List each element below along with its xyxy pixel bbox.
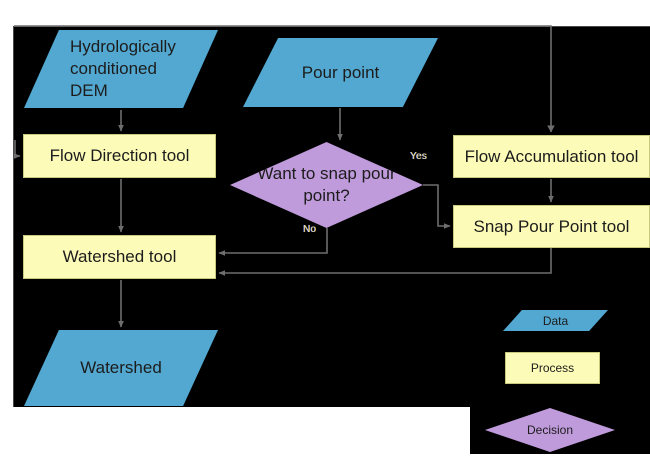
legend-label: Data <box>542 313 569 328</box>
node-flow-accumulation-tool[interactable]: Flow Accumulation tool <box>453 135 650 178</box>
node-watershed-output[interactable]: Watershed <box>24 330 218 406</box>
node-pour-point[interactable]: Pour point <box>243 38 438 107</box>
legend-item-process: Process <box>505 352 600 384</box>
node-watershed-tool[interactable]: Watershed tool <box>23 235 216 279</box>
branch-label-no: No <box>303 224 317 235</box>
legend-item-data: Data <box>503 310 608 331</box>
legend-label: Decision <box>526 423 574 437</box>
legend-label: Process <box>530 361 575 375</box>
node-label: Watershed <box>80 358 162 378</box>
node-label: Flow Direction tool <box>49 146 190 166</box>
node-label: Want to snap pour point? <box>257 164 396 205</box>
node-label: Watershed tool <box>62 247 177 267</box>
node-label: Pour point <box>301 62 380 82</box>
branch-label-yes: Yes <box>410 151 427 162</box>
node-label: Flow Accumulation tool <box>464 146 639 166</box>
node-label: Hydrologically conditioned DEM <box>70 37 176 100</box>
node-label: Snap Pour Point tool <box>473 216 630 236</box>
node-hydrologically-conditioned-dem[interactable]: Hydrologically conditioned DEM <box>24 30 218 108</box>
node-flow-direction-tool[interactable]: Flow Direction tool <box>23 134 216 178</box>
node-snap-pour-point-tool[interactable]: Snap Pour Point tool <box>453 205 650 248</box>
